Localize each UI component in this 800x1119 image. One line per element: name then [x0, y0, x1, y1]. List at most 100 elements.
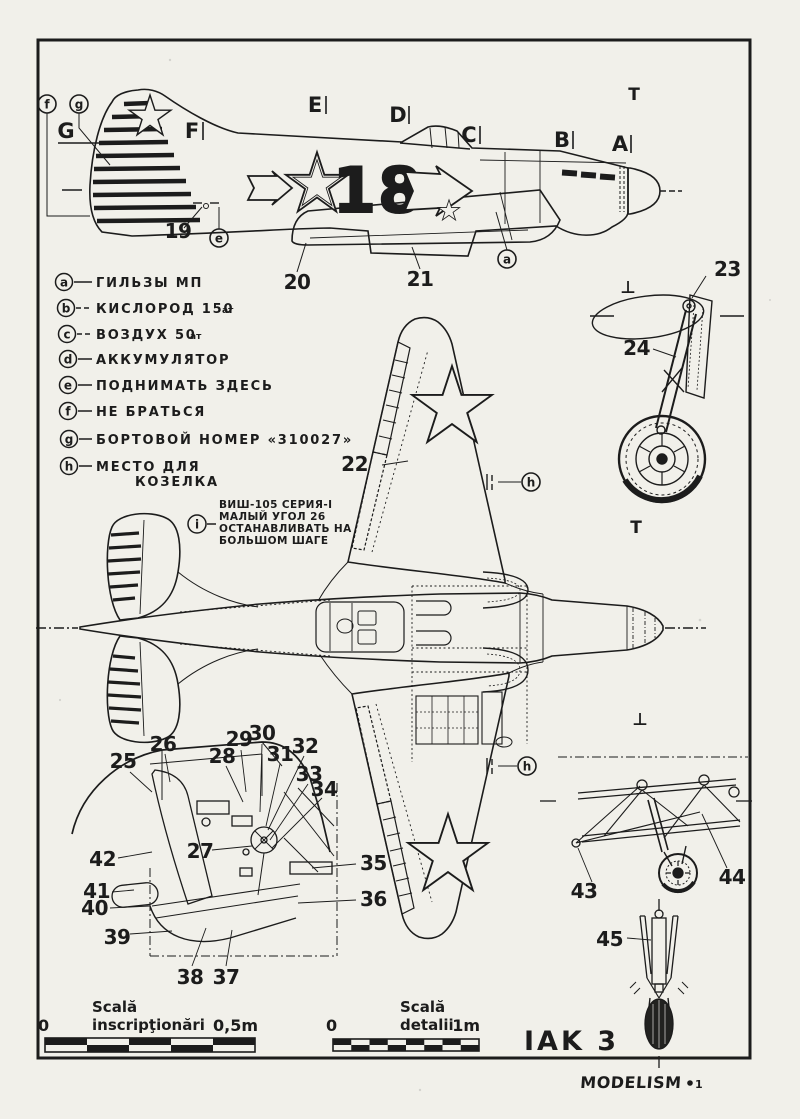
- callout-35: 35: [360, 851, 387, 875]
- callout-29: 29: [226, 727, 253, 751]
- legend-key: a: [60, 276, 68, 290]
- frame-braces: [575, 784, 741, 844]
- main-gear-detail: ⊥ 23 24 T: [590, 257, 744, 538]
- aileron-ribs-upper: [378, 359, 409, 440]
- legend-row-h: h МЕСТО ДЛЯ КОЗЕЛКА: [59, 456, 217, 490]
- stab-fairing-lower: [177, 648, 259, 685]
- fuselage-outline: [89, 88, 629, 257]
- cockpit-detail: 25 26 27 28 29 30 31 32 33 34 35 36 37 3…: [71, 721, 387, 989]
- legend-key: g: [65, 433, 74, 447]
- callout-40: 40: [81, 896, 108, 920]
- plan-view: 22 h h ⊥: [36, 316, 706, 940]
- note-line-4: БОЛЬШОМ ШАГЕ: [219, 535, 328, 547]
- fork-arms: [639, 915, 679, 979]
- marker-h: h: [523, 760, 532, 774]
- callout-33: 33: [296, 762, 323, 786]
- scale-bars: Scală inscripţionări 0 0,5m Scală detali…: [38, 998, 616, 1057]
- elevator-ribs-lower: [107, 654, 142, 725]
- stab-fairing-upper: [177, 571, 259, 608]
- section-A: A: [612, 132, 629, 156]
- note-line-1: ВИШ-105 СЕРИЯ-I: [219, 499, 332, 511]
- legend-text: КИСЛОРОД 150: [96, 302, 234, 317]
- cockpit-leaders: [109, 743, 357, 967]
- publisher-logo: MODELISM: [580, 1073, 683, 1092]
- legend-row-b: b КИСЛОРОД 150 ат: [56, 298, 234, 318]
- flap-grid: [415, 695, 479, 745]
- legend-text: БОРТОВОЙ НОМЕР «310027»: [96, 432, 353, 448]
- legend-key: h: [65, 460, 74, 474]
- arrow-marking-right: [403, 165, 474, 217]
- flap-upper: [351, 451, 388, 551]
- section-G: G: [57, 119, 74, 143]
- scale-label-2: detalii: [400, 1016, 454, 1034]
- callout-34: 34: [311, 777, 338, 801]
- aileron-lower: [376, 800, 415, 915]
- legend-text: ВОЗДУХ 50: [96, 328, 197, 343]
- marker-i: i: [195, 518, 199, 532]
- callout-24: 24: [623, 336, 650, 360]
- callout-20: 20: [284, 270, 311, 294]
- callout-19: 19: [165, 219, 192, 243]
- scale-end: 1m: [452, 1016, 480, 1035]
- callout-42: 42: [89, 847, 116, 871]
- callout-22: 22: [341, 452, 368, 476]
- legend-row-c: c ВОЗДУХ 50 ат: [57, 324, 202, 344]
- gear-fairing: [591, 294, 705, 340]
- gun-trough-lower: [416, 630, 452, 646]
- gear-door: [685, 294, 713, 399]
- callout-32: 32: [292, 734, 319, 758]
- wing-lower-spar: [375, 703, 433, 903]
- wing-panel-lines: [309, 191, 529, 241]
- callout-28: 28: [209, 744, 236, 768]
- datum-perp-mid: ⊥: [632, 710, 648, 730]
- note-line-2: МАЛЫЙ УГОЛ 26: [219, 510, 326, 523]
- wing-upper: [347, 316, 506, 584]
- jack-point-marker-lower: h: [486, 756, 537, 776]
- stencil-legend: a ГИЛЬЗЫ МП b КИСЛОРОД 150 ат c ВОЗДУХ 5…: [54, 272, 353, 490]
- aileron-upper: [372, 341, 411, 456]
- frame-spars: [577, 778, 741, 843]
- legend-row-f: f НЕ БРАТЬСЯ: [58, 401, 204, 421]
- callout-38: 38: [177, 965, 204, 989]
- throttle-box: [196, 800, 230, 815]
- datum-tee-top: T: [628, 85, 640, 105]
- scale-details: Scală detalii 0 1m: [326, 998, 480, 1052]
- callout-27: 27: [187, 839, 214, 863]
- callout-45: 45: [596, 927, 623, 951]
- aileron-ribs-lower: [382, 816, 413, 897]
- detail-boundary: [149, 783, 338, 957]
- callout-39: 39: [104, 925, 131, 949]
- callout-41: 41: [83, 879, 110, 903]
- scale-start: 0: [38, 1016, 49, 1035]
- legend-unit: ат: [190, 332, 202, 342]
- rudder-rib-stripes: [92, 100, 201, 224]
- cockpit-labels: 25 26 27 28 29 30 31 32 33 34 35 36 37 3…: [81, 721, 387, 989]
- legend-key: b: [62, 302, 71, 316]
- section-letters: G F E D C B A T: [57, 85, 640, 156]
- marker-g: g: [75, 98, 84, 112]
- legend-key: f: [65, 405, 71, 419]
- page-frame: [36, 38, 752, 1060]
- scale-label-1: Scală: [92, 998, 137, 1016]
- scale-start: 0: [326, 1016, 337, 1035]
- main-wheel: [617, 414, 707, 504]
- side-view-callouts: 19 20 21: [165, 202, 434, 294]
- wheel-bulge-lower: [482, 647, 529, 693]
- scale-end: 0,5m: [213, 1016, 258, 1035]
- section-D: D: [389, 103, 406, 127]
- legend-row-g: g БОРТОВОЙ НОМЕР «310027»: [59, 429, 353, 449]
- legend-key: e: [64, 379, 72, 393]
- tire-tread: [622, 474, 703, 504]
- datum-perp-gear: ⊥: [620, 278, 636, 298]
- tail-gear-detail: 43 44: [540, 756, 752, 903]
- marker-a: a: [503, 253, 511, 267]
- spinner-frames: [632, 608, 656, 648]
- note-line-3: ОСТАНАВЛИВАТЬ НА: [219, 523, 352, 535]
- callout-43: 43: [571, 879, 598, 903]
- wheel-bulge-upper: [482, 571, 529, 609]
- callout-37: 37: [213, 965, 240, 989]
- legend-row-e: e ПОДНИМАТЬ ЗДЕСЬ: [58, 375, 272, 395]
- marker-f: f: [44, 98, 50, 112]
- canopy-frames: [429, 126, 460, 149]
